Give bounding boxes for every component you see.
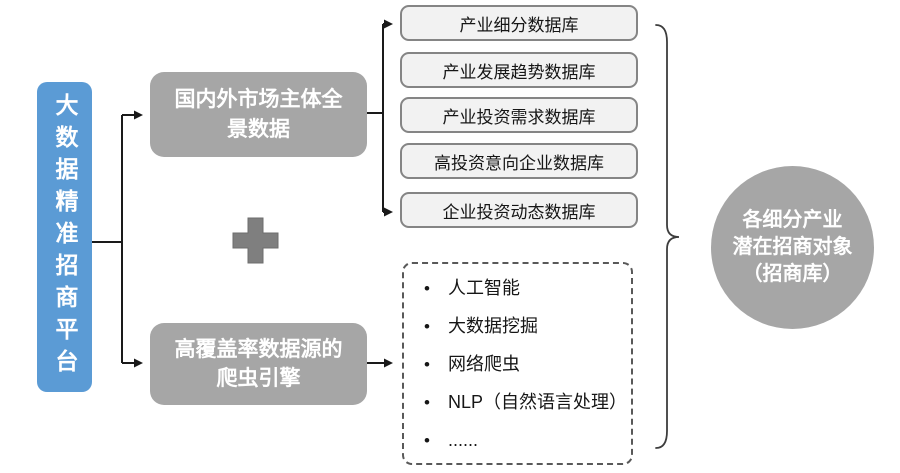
source-box-crawler-engine: 高覆盖率数据源的 爬虫引擎 [150,323,367,405]
market-data-line2: 景数据 [227,117,290,141]
tech-list-box: • 人工智能 • 大数据挖掘 • 网络爬虫 • NLP（自然语言处理） • ..… [402,262,633,465]
list-item-label: ...... [447,430,478,450]
database-box-development-trend: 产业发展趋势数据库 [400,52,638,88]
platform-label: 大数据精准招商平台 [52,93,78,381]
source-box-market-data: 国内外市场主体全 景数据 [150,72,367,157]
result-line3: （招商库） [742,263,843,285]
bullet-icon: • [424,354,430,374]
database-label: 产业细分数据库 [459,15,579,35]
database-box-investment-demand: 产业投资需求数据库 [400,97,638,133]
list-item-label: 人工智能 [447,278,520,298]
bullet-icon: • [424,430,430,450]
list-item-ai: • 人工智能 [424,279,623,297]
database-label: 高投资意向企业数据库 [434,153,604,173]
database-label: 企业投资动态数据库 [442,202,596,222]
list-item-label: NLP（自然语言处理） [447,392,627,412]
crawler-engine-line2: 爬虫引擎 [216,367,301,390]
database-label: 产业投资需求数据库 [442,107,596,127]
list-item-label: 网络爬虫 [447,354,520,374]
list-item-label: 大数据挖掘 [447,316,538,336]
result-circle: 各细分产业 潜在招商对象 （招商库） [711,166,874,329]
list-item-bigdata-mining: • 大数据挖掘 [424,317,623,335]
list-item-ellipsis: • ...... [424,431,623,449]
bullet-icon: • [424,316,430,336]
bullet-icon: • [424,278,430,298]
list-item-nlp: • NLP（自然语言处理） [424,392,627,412]
database-label: 产业发展趋势数据库 [442,62,596,82]
market-data-line1: 国内外市场主体全 [174,88,343,112]
plus-icon [232,217,279,264]
curly-brace [655,24,680,449]
bullet-icon: • [424,392,430,412]
database-box-industry-segment: 产业细分数据库 [400,5,638,41]
crawler-engine-line1: 高覆盖率数据源的 [174,337,343,361]
database-box-high-intent-enterprise: 高投资意向企业数据库 [400,143,638,179]
result-line1: 各细分产业 [742,209,843,231]
platform-box: 大数据精准招商平台 [37,82,92,392]
database-box-investment-dynamics: 企业投资动态数据库 [400,192,638,228]
list-item-web-crawler: • 网络爬虫 [424,355,623,373]
result-line2: 潜在招商对象 [732,236,853,258]
